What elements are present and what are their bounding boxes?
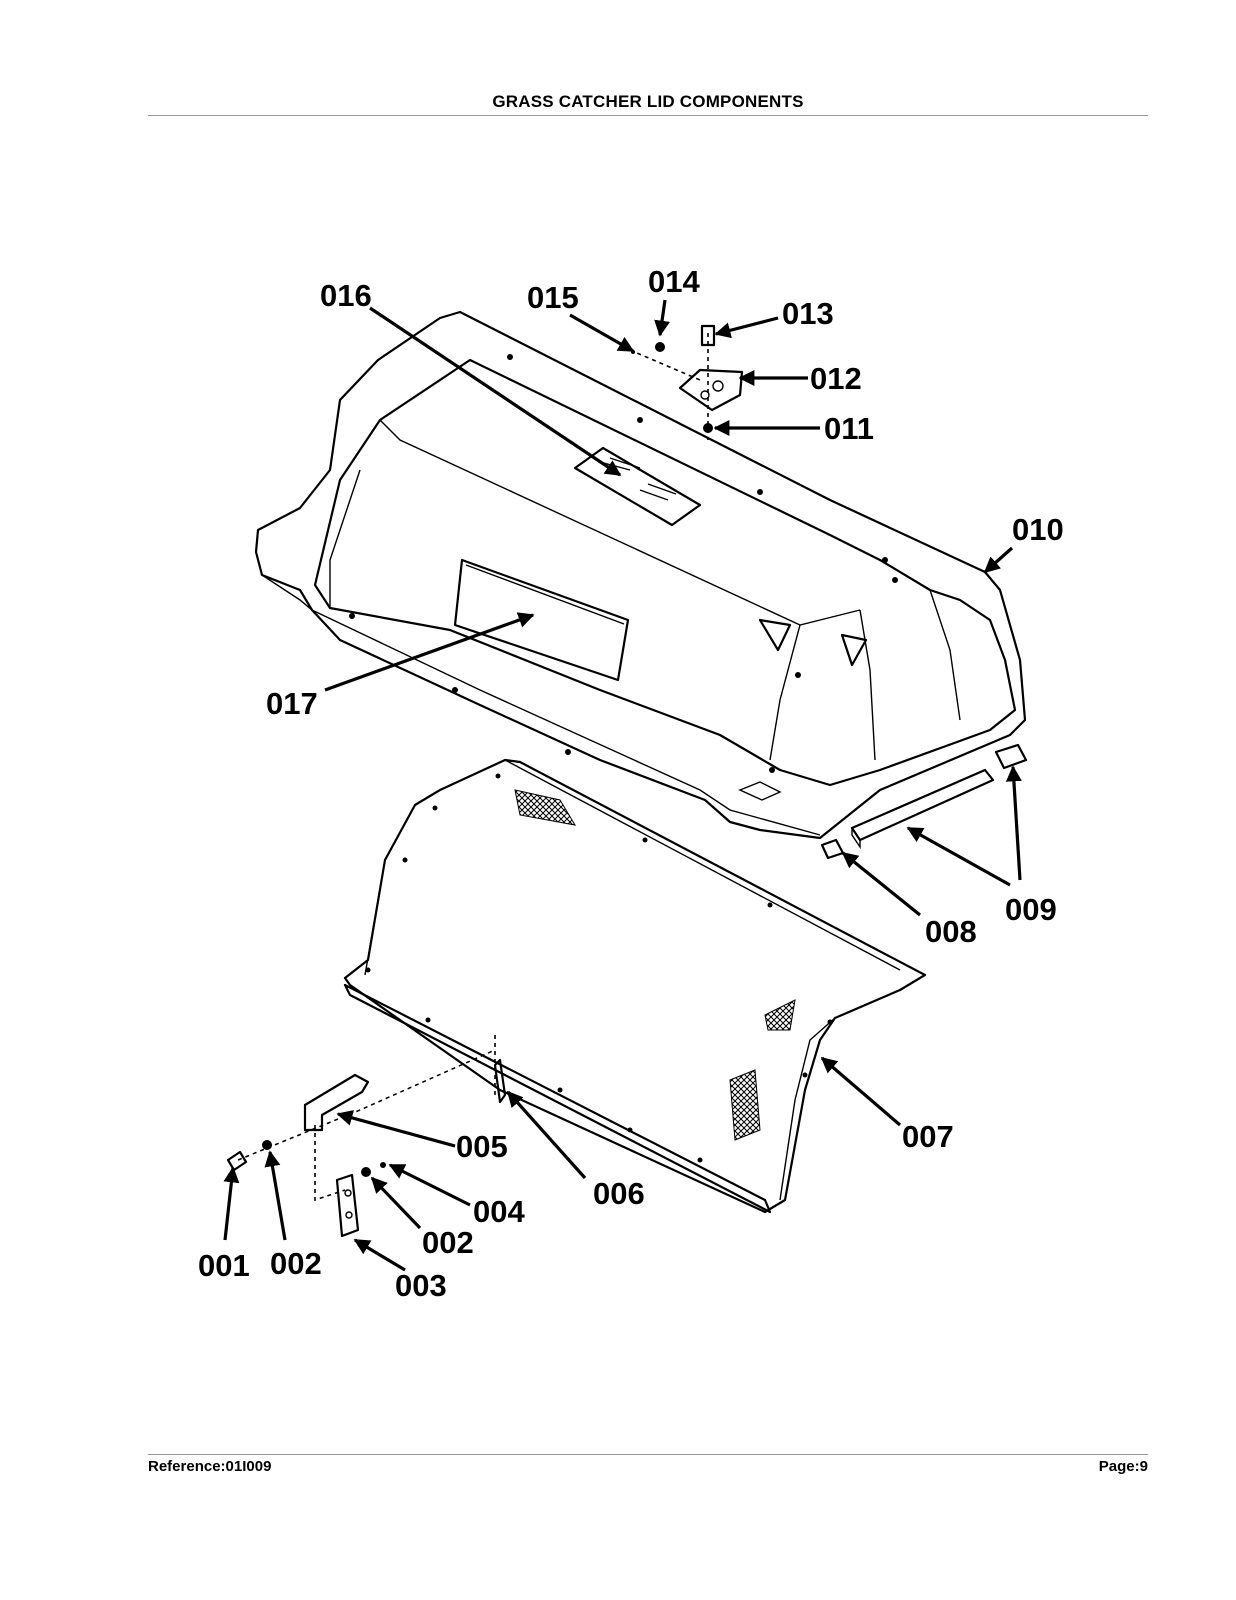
callout-001: 001	[198, 1248, 250, 1283]
callout-014: 014	[648, 264, 700, 299]
mesh-screen	[343, 758, 927, 1214]
hinge-hardware	[226, 1035, 507, 1238]
callout-017: 017	[266, 686, 318, 721]
callout-006: 006	[593, 1176, 645, 1211]
header-rule	[148, 115, 1148, 116]
front-label	[453, 558, 630, 682]
callout-013: 013	[782, 296, 834, 331]
callout-007: 007	[902, 1119, 954, 1154]
catcher-lid-shell	[254, 310, 1027, 840]
callout-008: 008	[925, 914, 977, 949]
top-decal	[573, 446, 702, 527]
callout-010: 010	[1012, 512, 1064, 547]
footer-reference: Reference:01I009	[148, 1458, 272, 1475]
page-title: GRASS CATCHER LID COMPONENTS	[492, 92, 804, 111]
callout-002b: 002	[422, 1225, 474, 1260]
callout-011: 011	[824, 411, 874, 446]
footer-rule	[148, 1454, 1148, 1455]
callout-005: 005	[456, 1129, 508, 1164]
footer-page-number: Page:9	[1098, 1458, 1148, 1475]
callout-003: 003	[395, 1268, 447, 1303]
callout-004: 004	[473, 1194, 525, 1229]
callout-016: 016	[320, 278, 372, 313]
callout-002a: 002	[270, 1246, 322, 1281]
callout-009: 009	[1005, 892, 1057, 927]
callout-012: 012	[810, 361, 862, 396]
bumper-strips	[820, 743, 1028, 860]
leader-lines	[223, 299, 1022, 1272]
latch-hardware	[629, 324, 744, 440]
callout-015: 015	[527, 280, 579, 315]
